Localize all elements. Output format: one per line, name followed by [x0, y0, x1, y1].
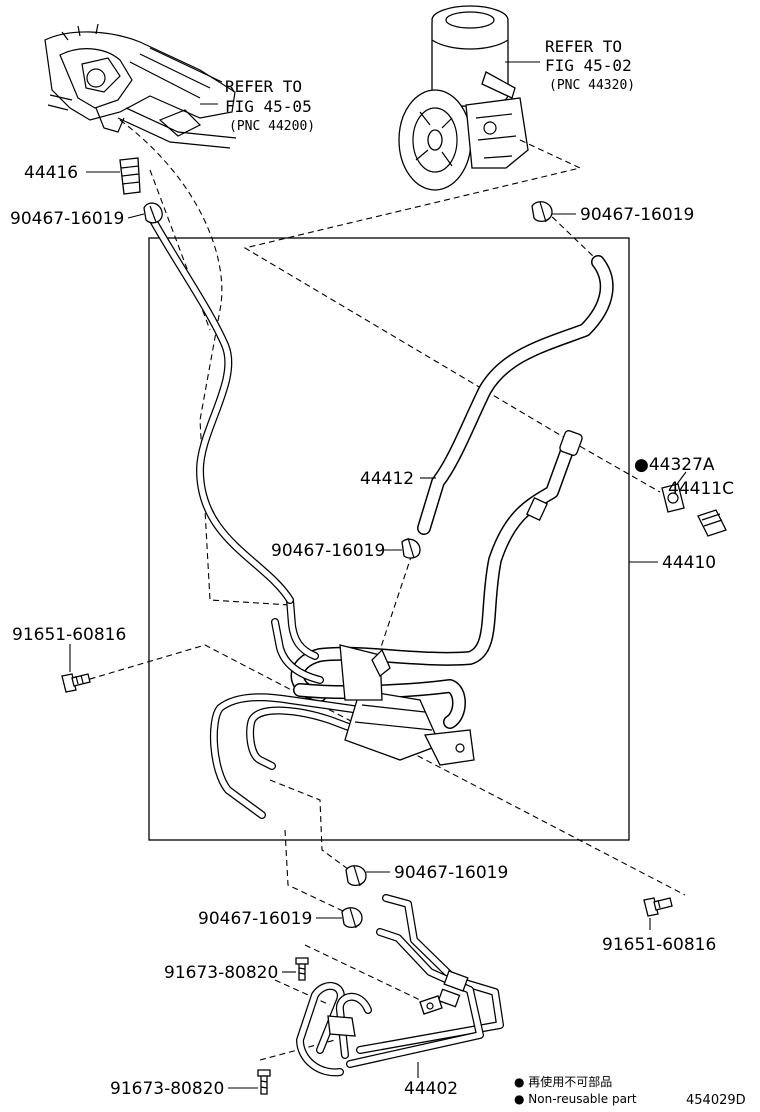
steering-gear-illustration	[44, 23, 237, 149]
label-clamp-top-right: 90467-16019	[580, 205, 694, 225]
hose-44410-pressure	[290, 430, 583, 729]
label-44402: 44402	[404, 1079, 458, 1099]
clamp-top-right	[531, 201, 553, 223]
label-44411c: 44411C	[668, 479, 734, 499]
label-clamp-mid: 90467-16019	[271, 541, 385, 561]
hose-44402	[296, 894, 504, 1077]
label-clamp-lower-right: 90467-16019	[394, 863, 508, 883]
pump-illustration	[398, 5, 529, 191]
label-44416: 44416	[24, 163, 78, 183]
ref-right-line2: FIG 45-02	[545, 56, 632, 75]
hose-44412	[417, 255, 614, 535]
hose-return-lines	[209, 596, 475, 819]
clamp-top-left	[143, 202, 163, 224]
clamp-lower-right	[345, 865, 367, 887]
clamp-lower-left	[341, 907, 363, 929]
screw-91673-lower	[257, 1069, 271, 1095]
ref-left-line1: REFER TO	[225, 77, 302, 96]
figure-code: 454029D	[686, 1093, 746, 1108]
ref-left: REFER TO FIG 45-05 (PNC 44200)	[225, 77, 315, 134]
union-bolt-44411c	[697, 509, 727, 537]
label-44412: 44412	[360, 469, 414, 489]
bolt-91651-right	[643, 897, 673, 917]
hose-44416	[146, 211, 294, 604]
assembly-frame	[148, 237, 630, 841]
label-clamp-lower-left: 90467-16019	[198, 909, 312, 929]
ref-right: REFER TO FIG 45-02 (PNC 44320)	[545, 37, 635, 93]
washer-44327a	[661, 483, 685, 513]
ref-right-pnc: (PNC 44320)	[549, 78, 635, 93]
fitting-44416	[119, 157, 141, 195]
bolt-91651-left	[61, 673, 91, 693]
ref-left-pnc: (PNC 44200)	[229, 119, 315, 134]
label-44327a: ●44327A	[634, 455, 715, 475]
label-screw-upper: 91673-80820	[164, 963, 278, 983]
legend: ● 再使用不可部品 ● Non-reusable part	[514, 1074, 637, 1106]
legend-line2: ● Non-reusable part	[514, 1092, 637, 1106]
label-44410: 44410	[662, 553, 716, 573]
legend-line1: ● 再使用不可部品	[514, 1074, 612, 1089]
screw-91673-upper	[295, 957, 309, 981]
label-bolt-right: 91651-60816	[602, 935, 716, 955]
clamp-mid	[401, 537, 421, 559]
label-screw-lower: 91673-80820	[110, 1079, 224, 1099]
ref-right-line1: REFER TO	[545, 37, 622, 56]
label-bolt-left: 91651-60816	[12, 625, 126, 645]
ref-left-line2: FIG 45-05	[225, 97, 312, 116]
label-clamp-top-left: 90467-16019	[10, 209, 124, 229]
